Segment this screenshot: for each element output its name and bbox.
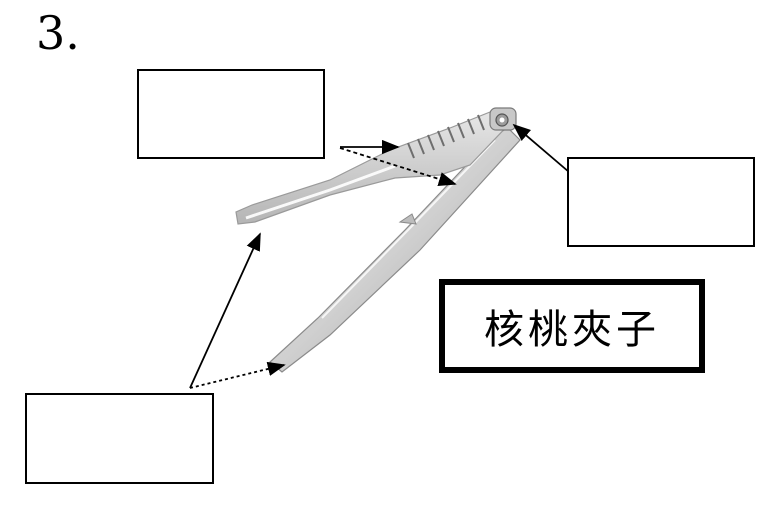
upper-arm <box>235 107 516 225</box>
nutcracker-image <box>235 107 521 373</box>
title-box: 核桃夾子 <box>439 279 705 373</box>
answer-box-bottom-left[interactable] <box>25 393 214 484</box>
pointer-arrows <box>189 123 570 389</box>
arrow-to-hinge <box>512 123 570 173</box>
arrow-to-jaw <box>339 147 457 187</box>
answer-box-top-left[interactable] <box>137 69 325 159</box>
arrow-to-lower-handle <box>189 361 286 389</box>
answer-box-right[interactable] <box>567 157 755 247</box>
title-label: 核桃夾子 <box>484 307 660 353</box>
arrow-to-upper-handle <box>189 232 261 389</box>
question-number: 3. <box>36 6 80 60</box>
